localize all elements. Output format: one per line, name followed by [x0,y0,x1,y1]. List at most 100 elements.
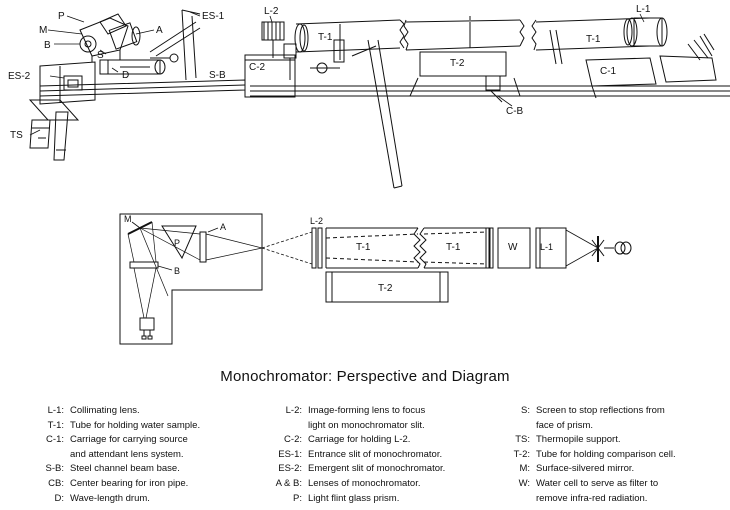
legend-key: M: [519,463,530,475]
legend-description-continued: face of prism. [536,419,594,431]
legend-description: Collimating lens. [70,405,140,416]
perspective-label-p: P [58,11,65,22]
carriage-c2 [244,43,297,98]
legend-key: P: [293,492,302,504]
legend-description-continued: and attendant lens system. [70,448,184,460]
lens-a [199,231,207,263]
legend-description: Thermopile support. [536,434,621,446]
diagram-label-w: W [508,242,518,253]
tube-t2 [403,16,525,103]
legend-entry: D: Wave-length drum. [20,492,200,507]
legend-description: Surface-silvered mirror. [536,463,635,475]
tube-t1-right [531,17,668,65]
legend-entry: TS: Thermopile support. [492,433,676,448]
legend-key: L-1: [47,405,64,416]
monochromator-housing [119,213,263,345]
perspective-label-es2: ES-2 [8,71,31,82]
diagram-label-m: M [124,214,132,224]
perspective-label-c2: C-2 [249,62,266,73]
legend-key: CB: [48,477,64,489]
diagram-label-t1a: T-1 [356,242,371,253]
perspective-label-d: D [122,70,129,81]
perspective-label-ts: TS [10,130,23,141]
legend-description: Center bearing for iron pipe. [70,477,189,489]
perspective-label-a: A [156,25,163,36]
legend-entry: C-2:Carriage for holding L-2. [252,433,445,448]
perspective-label-s: S [97,50,104,61]
legend-key: L-2: [285,405,302,416]
perspective-label-b: B [44,40,51,51]
legend-description: Tube for holding water sample. [70,419,201,431]
legend-entry: ES-2:Emergent slit of monochromator. [252,462,445,477]
lens-b [129,261,159,269]
perspective-label-sb: S-B [209,70,226,81]
tube-t1-left [294,19,405,74]
legend-entry: S:Screen to stop reflections from [492,404,676,419]
legend-description: Carriage for carrying source [70,434,188,446]
legend-description: Entrance slit of monochromator. [308,448,443,460]
legend-entry: P:Light flint glass prism. [252,492,445,507]
legend-entry: L-1: Collimating lens. [20,404,200,419]
legend-column-1: L-1: Collimating lens. T-1: Tube for holdin… [20,404,201,507]
legend-entry: A & B:Lenses of monochromator. [252,477,445,492]
diagram-label-l1: L-1 [540,242,553,252]
tube-t1-section-2 [419,227,494,269]
perspective-drawing: P M B A S D ES-1 ES-2 TS S-B L-2 C-2 T-1… [8,4,730,189]
legend-entry: W: Water cell to serve as filter to [492,477,676,492]
perspective-label-m: M [39,25,47,36]
diagram-label-l2: L-2 [310,216,323,226]
legend-key: ES-1: [278,448,302,460]
legend-description: Image-forming lens to focus [308,405,426,416]
diagram-label-t2: T-2 [378,283,393,294]
lens-l2-stand [261,21,285,58]
pivot-arm [351,39,403,189]
legend-description: Lenses of monochromator. [308,477,421,489]
legend-key: W: [518,477,530,489]
thermopile [139,317,155,340]
tube-t1-section-1 [325,227,421,269]
wave-length-drum [99,59,166,75]
diagram-label-a: A [220,222,226,232]
perspective-label-c1: C-1 [600,66,617,77]
perspective-label-es1: ES-1 [202,11,225,22]
diagram-label-p: P [174,238,180,248]
legend-description: Steel channel beam base. [70,463,180,475]
beam-from-source [565,229,599,267]
monochromator-base [28,61,96,161]
perspective-label-l1: L-1 [636,4,651,15]
legend-key: D: [54,492,65,504]
legend-key: TS: [515,434,530,446]
legend-key: S: [521,405,530,416]
lens-l1-tube [535,227,567,269]
legend-key: C-1: [46,434,64,446]
legend-entry: ES-1: Entrance slit of monochromator. [252,448,445,463]
schematic-diagram: M P A B L-2 T-1 T-1 W L-1 T-2 [119,213,632,345]
internal-light-paths [127,221,263,319]
legend-entry: T-2: Tube for holding comparison cell. [492,448,676,463]
legend-description: Tube for holding comparison cell. [536,448,676,460]
legend-key: T-2: [513,448,530,460]
entrance-slit-arm [149,9,201,81]
perspective-label-t1b: T-1 [586,34,601,45]
perspective-label-t2: T-2 [450,58,465,69]
perspective-label-l2: L-2 [264,6,279,17]
legend-entry: T-1: Tube for holding water sample. [20,419,200,434]
legend-entry: CB: Center bearing for iron pipe. [20,477,200,492]
beam-to-l2 [261,231,313,265]
legend-description-continued: remove infra-red radiation. [536,492,648,504]
light-source [591,236,632,262]
carriage-c1 [585,33,717,99]
figure-title: Monochromator: Perspective and Diagram [220,368,510,385]
tube-t2-diagram [325,271,449,303]
legend-key: T-1: [47,419,64,431]
legend-key: S-B: [45,463,64,475]
legend-description: Emergent slit of monochromator. [308,463,446,475]
legend-description: Wave-length drum. [70,492,150,504]
prism-housing [79,13,141,62]
legend-description: Water cell to serve as filter to [536,477,659,489]
lens-l2 [311,227,323,269]
legend-description: Carriage for holding L-2. [308,434,411,446]
legend-entry: M: Surface-silvered mirror. [492,462,676,477]
